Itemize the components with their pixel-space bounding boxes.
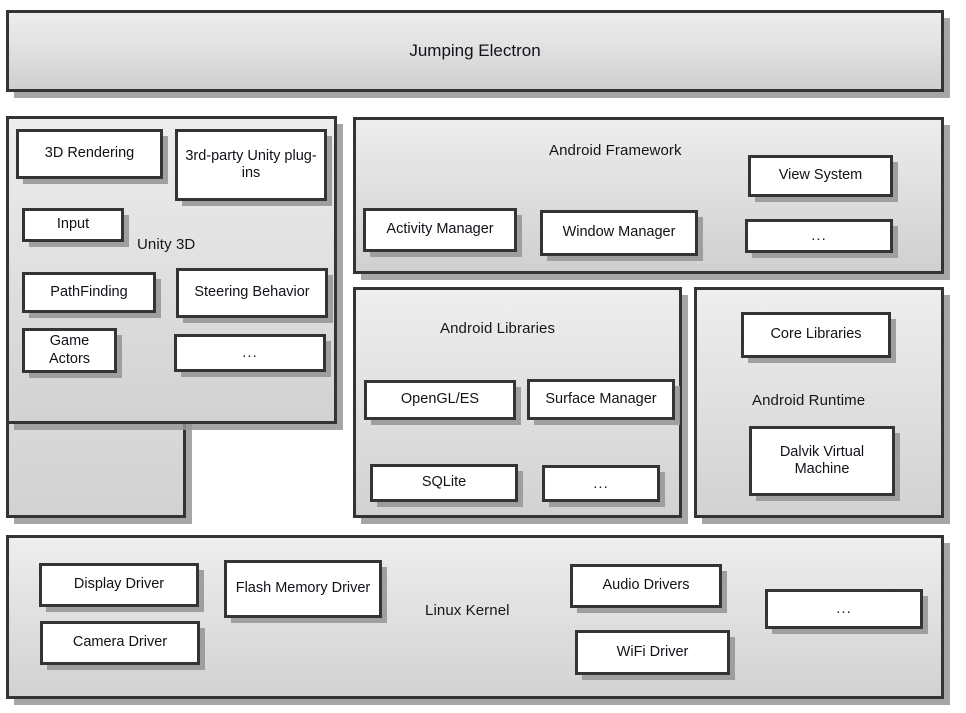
node-android-framework-more[interactable]: ... [745, 219, 893, 253]
unity-panel-title: Unity 3D [137, 236, 196, 253]
node-core-libraries[interactable]: Core Libraries [741, 312, 891, 358]
android-runtime-title: Android Runtime [752, 392, 866, 409]
page-title: Jumping Electron [409, 41, 541, 60]
node-dalvik-virtual-machine[interactable]: Dalvik Virtual Machine [749, 426, 895, 496]
node-3d-rendering[interactable]: 3D Rendering [16, 129, 163, 179]
android-libraries-title: Android Libraries [440, 320, 556, 337]
node-surface-manager[interactable]: Surface Manager [527, 379, 675, 420]
node-wifi-driver[interactable]: WiFi Driver [575, 630, 730, 675]
node-activity-manager[interactable]: Activity Manager [363, 208, 517, 252]
linux-kernel-title: Linux Kernel [425, 602, 510, 619]
node-view-system[interactable]: View System [748, 155, 893, 197]
node-audio-drivers[interactable]: Audio Drivers [570, 564, 722, 608]
node-flash-memory-driver[interactable]: Flash Memory Driver [224, 560, 382, 618]
node-sqlite[interactable]: SQLite [370, 464, 518, 502]
node-3rd-party-unity-plugins[interactable]: 3rd-party Unity plug-ins [175, 129, 327, 201]
node-linux-kernel-more[interactable]: ... [765, 589, 923, 629]
node-opengl-es[interactable]: OpenGL/ES [364, 380, 516, 420]
node-pathfinding[interactable]: PathFinding [22, 272, 156, 313]
node-camera-driver[interactable]: Camera Driver [40, 621, 200, 665]
node-window-manager[interactable]: Window Manager [540, 210, 698, 256]
android-framework-title: Android Framework [549, 142, 682, 159]
node-game-actors[interactable]: Game Actors [22, 328, 117, 373]
node-unity-more[interactable]: ... [174, 334, 326, 372]
node-input[interactable]: Input [22, 208, 124, 242]
diagram-title-banner: Jumping Electron [6, 10, 944, 92]
node-android-libraries-more[interactable]: ... [542, 465, 660, 502]
node-steering-behavior[interactable]: Steering Behavior [176, 268, 328, 318]
node-display-driver[interactable]: Display Driver [39, 563, 199, 607]
